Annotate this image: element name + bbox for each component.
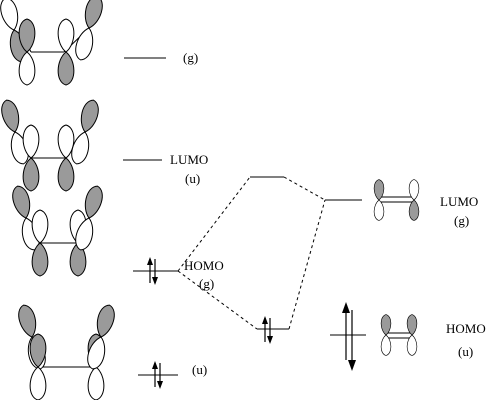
label-lumo-right-symmetry: (g) (454, 213, 469, 228)
ethylene-homo-orbital (380, 314, 418, 356)
butadiene-homo-orbital (10, 184, 105, 277)
label-lumo-right: LUMO (440, 194, 478, 209)
butadiene-mo4-orbital (0, 0, 105, 86)
label-homo-left: HOMO (184, 258, 224, 273)
label-lumo-left: LUMO (170, 152, 208, 167)
ethylene-lumo-orbital (373, 179, 420, 221)
homo-right-electrons (342, 302, 356, 371)
label-lumo-left-symmetry: (u) (185, 171, 200, 186)
correlation-lines (177, 176, 326, 330)
label-homo-right-symmetry: (u) (458, 344, 473, 359)
butadiene-lumo-orbital (0, 98, 101, 192)
butadiene-mo1-orbital (16, 303, 117, 400)
label-homo-right: HOMO (446, 321, 486, 336)
label-homo-left-symmetry: (g) (199, 276, 214, 291)
label-mo1-symmetry: (u) (192, 362, 207, 377)
label-mo4-symmetry: (g) (183, 50, 198, 65)
